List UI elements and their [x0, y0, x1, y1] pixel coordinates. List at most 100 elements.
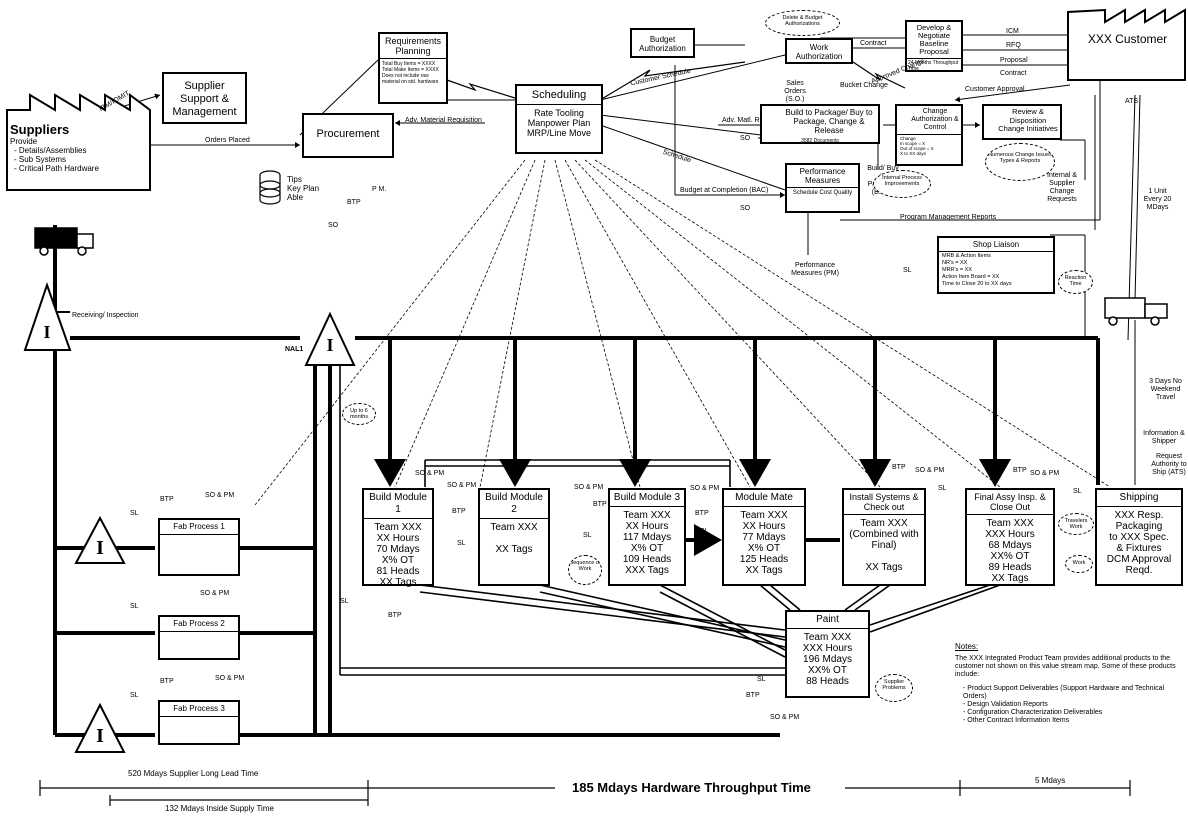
contract-label-right: Contract	[1000, 70, 1027, 77]
sequence-cloud: Sequence of Work	[568, 555, 602, 585]
budget-authorization-box[interactable]: Budget Authorization	[630, 28, 695, 58]
fab-process-1-box[interactable]: Fab Process 1	[158, 518, 240, 576]
customer-title: XXX Customer	[1087, 32, 1168, 46]
tips-pm-label: P M.	[372, 186, 387, 193]
notes-text: The XXX Integrated Product Team provides…	[955, 655, 1176, 678]
supplier-support-box[interactable]: Supplier Support & Management	[162, 72, 247, 124]
fab-process-1-title: Fab Process 1	[160, 520, 238, 535]
lightning-links	[446, 59, 906, 101]
m2-btp: BTP	[452, 508, 466, 515]
m3-sl: SL	[583, 532, 592, 539]
fab-process-3-box[interactable]: Fab Process 3	[158, 700, 240, 745]
fab-process-2-title: Fab Process 2	[160, 617, 238, 632]
request-ats-label: Request Authority to Ship (ATS)	[1151, 453, 1187, 476]
truck-icon-2	[1104, 297, 1168, 326]
build-module-3-title: Build Module 3	[610, 490, 684, 507]
fab-process-3-title: Fab Process 3	[160, 702, 238, 717]
develop-proposal-title: Develop & Negotiate Baseline Proposal	[907, 22, 961, 59]
contract-label-left: Contract	[860, 40, 887, 47]
adv-matl-req-label: Adv. Matl. Req.	[722, 117, 770, 124]
change-authorization-title: Change Authorization & Control	[897, 106, 961, 135]
m1-btp: BTP	[388, 612, 402, 619]
fab-inventory-icon-1: I	[96, 537, 104, 559]
performance-measures-label: Performance Measures (PM)	[791, 262, 839, 277]
build-module-1-title: Build Module 1	[364, 490, 432, 519]
five-mdays: 5 Mdays	[1035, 776, 1066, 785]
inside-supply-time: 132 Mdays Inside Supply Time	[165, 804, 274, 813]
ats-label: ATS	[1125, 98, 1139, 105]
build-to-package-box[interactable]: Build to Package/ Buy to Package, Change…	[760, 104, 880, 144]
schedule-info-lines	[254, 159, 1111, 506]
customer-approval-label: Customer Approval	[965, 86, 1025, 93]
fab-1-btp: BTP	[160, 496, 174, 503]
scheduling-title: Scheduling	[517, 86, 601, 105]
is-sopm: SO & PM	[915, 467, 945, 474]
m2-sl: SL	[457, 540, 466, 547]
orders-placed-label: Orders Placed	[205, 137, 250, 144]
process-improvement-cloud: Internal Process Improvements	[873, 170, 931, 198]
reaction-time-cloud: Reaction Time	[1058, 270, 1093, 294]
install-systems-box[interactable]: Install Systems & Check out Team XXX(Com…	[842, 488, 926, 586]
build-to-package-footer: 3582 Documents	[801, 138, 839, 144]
so-label-1: SO	[740, 135, 751, 142]
procurement-title: Procurement	[316, 128, 380, 140]
fab-3-sl: SL	[130, 692, 139, 699]
notes-heading: Notes:	[955, 642, 979, 651]
mm-sl: SL	[700, 528, 709, 535]
work-authorization-box[interactable]: Work Authorization	[785, 38, 853, 64]
performance-measures-box[interactable]: Performance Measures Schedule Cost Quali…	[785, 163, 860, 213]
budget-authorization-title: Budget Authorization	[639, 35, 686, 53]
notes-item-4: - Other Contract Information Items	[963, 717, 1070, 724]
notes-item-1: - Product Support Deliverables (Support …	[963, 685, 1165, 700]
paint-flow	[339, 365, 1001, 676]
budget-cloud: Delete & Budget Authorizations	[765, 10, 840, 36]
adv-material-label: Adv. Material Requisition	[405, 117, 482, 124]
suppliers-item-1: - Details/Assemblies	[14, 146, 87, 155]
up-to-months-cloud: Up to 6 months	[342, 403, 376, 425]
requirements-planning-title: Requirements Planning	[380, 34, 446, 59]
receiving-label: Receiving/ Inspection	[72, 312, 139, 319]
program-management-label: Program Management Reports	[900, 214, 997, 221]
procurement-box[interactable]: Procurement	[302, 113, 394, 158]
build-to-package-title: Build to Package/ Buy to Package, Change…	[785, 108, 873, 135]
review-disposition-box[interactable]: Review & Disposition Change Initiatives	[982, 104, 1062, 140]
notes-item-3: - Configuration Characterization Deliver…	[963, 709, 1103, 716]
bac-label: Budget at Completion (BAC)	[680, 187, 769, 194]
nal1-label: NAL1	[285, 346, 304, 353]
one-unit-label: 1 Unit Every 20 MDays	[1143, 188, 1172, 211]
bucket-change-label: Bucket Change	[840, 82, 888, 89]
suppliers-provide: Provide	[10, 137, 38, 146]
truck-icon-1	[34, 227, 94, 256]
nal1-inventory-icon: I	[326, 335, 334, 355]
database-icon	[259, 170, 281, 205]
rfq-label: RFQ	[1006, 42, 1021, 49]
notes-block: Notes: The XXX Integrated Product Team p…	[955, 643, 1180, 725]
fab-process-2-box[interactable]: Fab Process 2	[158, 615, 240, 660]
paint-sopm: SO & PM	[770, 714, 800, 721]
fa-sl: SL	[1073, 488, 1082, 495]
develop-proposal-box[interactable]: Develop & Negotiate Baseline Proposal 24…	[905, 20, 963, 72]
paint-title: Paint	[787, 612, 868, 629]
requirements-planning-box[interactable]: Requirements Planning Total Buy Items = …	[378, 32, 448, 104]
